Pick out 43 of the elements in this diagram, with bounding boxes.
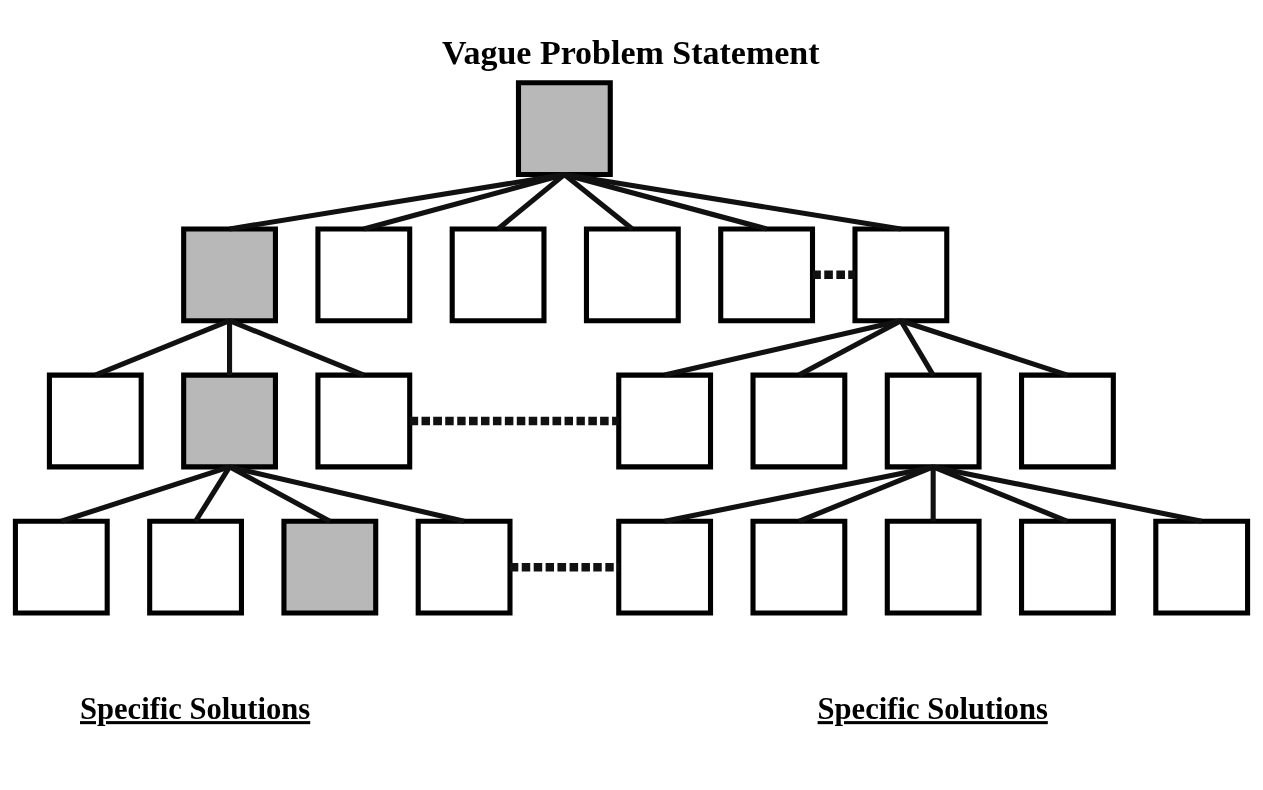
connector — [664, 317, 902, 378]
node-box — [852, 225, 950, 323]
connector — [900, 317, 1069, 378]
node-box — [315, 225, 413, 323]
label: Specific Solutions — [817, 691, 1048, 726]
node-box — [750, 372, 848, 469]
node-box — [415, 518, 513, 616]
connector — [510, 562, 619, 571]
connector — [409, 416, 619, 425]
connector — [664, 463, 934, 524]
connector — [563, 171, 902, 231]
node-box — [884, 518, 982, 616]
connector — [229, 171, 565, 231]
node-box — [1019, 518, 1116, 616]
node-box — [46, 372, 144, 469]
connector — [229, 463, 465, 524]
node-box — [181, 372, 278, 469]
node-box — [616, 372, 714, 469]
connector — [797, 317, 903, 377]
connector — [932, 464, 1069, 524]
connector — [94, 317, 231, 377]
node-box — [616, 518, 714, 616]
node-box — [12, 518, 110, 616]
connector — [60, 463, 231, 524]
connector — [812, 270, 855, 279]
node-box — [281, 518, 379, 616]
node-box — [583, 225, 681, 323]
node-box — [1153, 518, 1251, 616]
connector — [228, 317, 365, 377]
node-box — [718, 225, 816, 323]
node-box — [449, 225, 547, 323]
node-box — [181, 225, 278, 323]
node-box — [884, 372, 982, 469]
connector — [797, 464, 935, 524]
connector — [227, 320, 233, 375]
diagram-title: Vague Problem Statement — [442, 33, 820, 71]
node-box — [315, 372, 413, 469]
node-box — [515, 79, 613, 177]
connector — [932, 463, 1203, 524]
node-box — [1019, 372, 1116, 469]
node-box — [750, 518, 848, 616]
node-box — [147, 518, 244, 616]
label: Specific Solutions — [80, 691, 311, 726]
